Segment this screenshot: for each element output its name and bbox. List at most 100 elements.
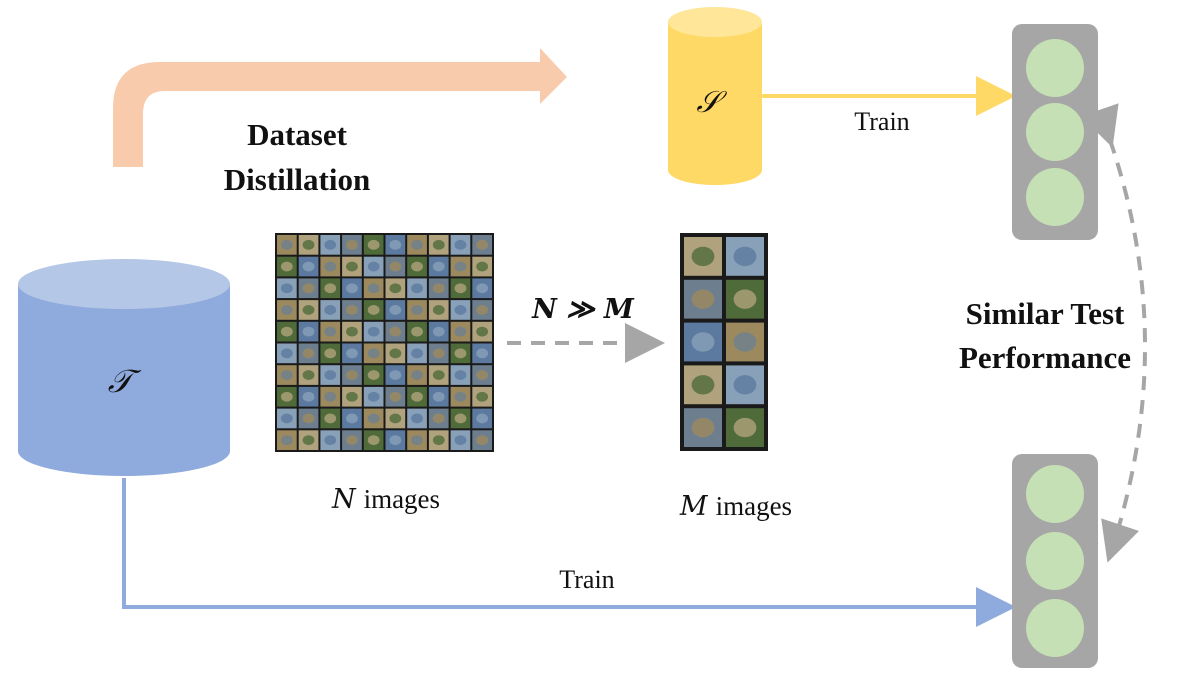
image-thumbnail-object <box>691 417 715 438</box>
image-thumbnail-object <box>280 413 293 424</box>
distillation-label-line2: Distillation <box>224 162 370 197</box>
image-thumbnail-object <box>280 261 293 272</box>
model-original-trained <box>1012 454 1098 668</box>
image-thumbnail-object <box>411 326 423 337</box>
image-thumbnail-object <box>324 261 337 272</box>
image-thumbnail-object <box>280 283 293 294</box>
image-thumbnail-object <box>476 413 489 424</box>
image-thumbnail-object <box>411 435 423 446</box>
distillation-label-line1: Dataset <box>247 117 348 152</box>
train-label-bottom: Train <box>559 565 614 594</box>
image-thumbnail-object <box>411 391 423 402</box>
image-thumbnail-object <box>432 239 445 250</box>
synthetic-dataset-cylinder <box>668 7 762 185</box>
image-thumbnail-object <box>432 413 445 424</box>
image-thumbnail-object <box>280 305 293 315</box>
image-thumbnail-object <box>432 305 445 315</box>
image-thumbnail-object <box>367 305 380 315</box>
image-thumbnail-object <box>302 326 315 337</box>
image-thumbnail-object <box>411 370 423 380</box>
image-thumbnail-object <box>367 435 380 446</box>
image-thumbnail-object <box>324 391 337 402</box>
image-thumbnail-object <box>476 305 489 315</box>
image-thumbnail-object <box>324 435 337 446</box>
image-thumbnail-object <box>454 305 467 315</box>
synthetic-count-word: images <box>716 491 792 521</box>
image-thumbnail-object <box>411 348 423 359</box>
image-thumbnail-object <box>411 305 423 315</box>
image-thumbnail-object <box>411 283 423 294</box>
image-thumbnail-object <box>454 283 467 294</box>
image-thumbnail-object <box>367 391 380 402</box>
image-thumbnail-object <box>280 326 293 337</box>
image-thumbnail-object <box>432 283 445 294</box>
model-node <box>1026 532 1084 590</box>
similarity-dashed-arrow <box>1080 103 1147 563</box>
image-thumbnail-object <box>454 326 467 337</box>
image-thumbnail-object <box>302 348 315 359</box>
image-thumbnail-object <box>346 413 358 424</box>
model-node <box>1026 465 1084 523</box>
image-thumbnail-object <box>389 435 402 446</box>
image-thumbnail-object <box>346 370 358 380</box>
image-thumbnail-object <box>389 261 402 272</box>
image-thumbnail-object <box>454 435 467 446</box>
image-thumbnail-object <box>432 435 445 446</box>
image-thumbnail-object <box>432 391 445 402</box>
image-thumbnail-object <box>454 370 467 380</box>
image-thumbnail-object <box>302 261 315 272</box>
image-thumbnail-object <box>367 413 380 424</box>
image-thumbnail-object <box>411 413 423 424</box>
image-thumbnail-object <box>324 239 337 250</box>
train-label-top: Train <box>854 107 909 136</box>
image-thumbnail-object <box>367 326 380 337</box>
image-thumbnail-object <box>389 283 402 294</box>
image-thumbnail-object <box>280 391 293 402</box>
image-thumbnail-object <box>691 332 715 352</box>
image-thumbnail-object <box>367 239 380 250</box>
image-thumbnail-object <box>346 261 358 272</box>
image-thumbnail-object <box>302 391 315 402</box>
image-thumbnail-object <box>324 348 337 359</box>
image-thumbnail-object <box>346 305 358 315</box>
image-thumbnail-object <box>691 375 715 395</box>
image-thumbnail-object <box>346 239 358 250</box>
image-thumbnail-object <box>476 239 489 250</box>
image-thumbnail-object <box>324 370 337 380</box>
image-thumbnail-object <box>280 435 293 446</box>
image-thumbnail-object <box>302 370 315 380</box>
image-thumbnail-object <box>389 413 402 424</box>
image-thumbnail-object <box>367 283 380 294</box>
image-thumbnail-object <box>346 326 358 337</box>
image-thumbnail-object <box>411 261 423 272</box>
image-thumbnail-object <box>476 326 489 337</box>
model-synthetic-trained <box>1012 24 1098 240</box>
image-thumbnail-object <box>389 370 402 380</box>
model-node <box>1026 168 1084 226</box>
image-thumbnail-object <box>454 261 467 272</box>
model-node <box>1026 39 1084 97</box>
image-thumbnail-object <box>389 239 402 250</box>
image-thumbnail-object <box>302 435 315 446</box>
image-thumbnail-object <box>346 348 358 359</box>
image-thumbnail-object <box>733 246 757 267</box>
image-thumbnail-object <box>476 435 489 446</box>
image-thumbnail-object <box>280 370 293 380</box>
model-node <box>1026 103 1084 161</box>
image-thumbnail-object <box>733 332 757 352</box>
original-images-grid <box>275 233 494 452</box>
image-thumbnail-object <box>302 283 315 294</box>
image-thumbnail-object <box>346 435 358 446</box>
synthetic-count-var: M <box>679 491 709 522</box>
image-thumbnail-object <box>302 239 315 250</box>
image-thumbnail-object <box>454 239 467 250</box>
image-thumbnail-object <box>389 348 402 359</box>
image-thumbnail-object <box>432 261 445 272</box>
image-thumbnail-object <box>476 283 489 294</box>
synthetic-images-grid <box>680 233 768 451</box>
image-thumbnail-object <box>280 239 293 250</box>
image-thumbnail-object <box>454 348 467 359</box>
result-label-line2: Performance <box>959 340 1131 375</box>
